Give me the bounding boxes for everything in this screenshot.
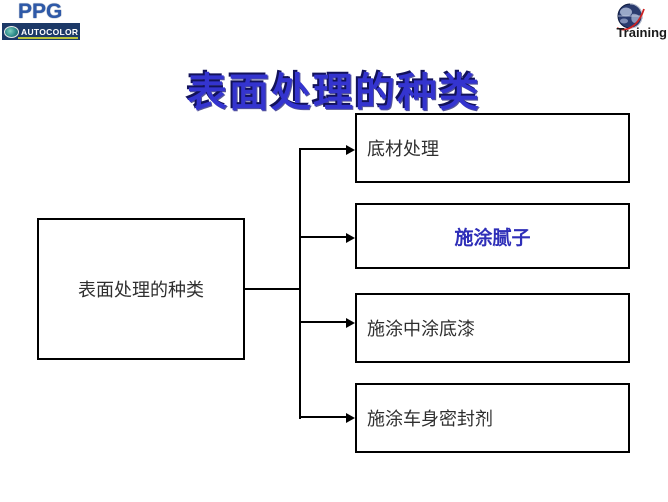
flowchart-box-apply-body-sealant: 施涂车身密封剂 — [355, 383, 630, 453]
flowchart-box-label: 施涂车身密封剂 — [367, 409, 493, 429]
arrowhead-icon — [346, 233, 355, 243]
autocolor-label: AUTOCOLOR — [21, 26, 79, 37]
ppg-autocolor-logo: PPG AUTOCOLOR — [2, 1, 82, 40]
flowchart-box-substrate-treatment: 底材处理 — [355, 113, 630, 183]
training-logo: Training — [604, 1, 668, 43]
connector-branch-1 — [300, 148, 348, 150]
flowchart-box-label: 底材处理 — [367, 139, 439, 159]
flowchart-box-label: 施涂腻子 — [454, 227, 531, 249]
page-title: 表面处理的种类 — [187, 70, 481, 115]
arrowhead-icon — [346, 318, 355, 328]
autocolor-underline — [18, 37, 78, 39]
flowchart-box-label: 施涂中涂底漆 — [367, 319, 475, 339]
connector-branch-2 — [300, 236, 348, 238]
arrowhead-icon — [346, 145, 355, 155]
connector-branch-3 — [300, 321, 348, 323]
flowchart-box-apply-putty: 施涂腻子 — [355, 203, 630, 269]
connector-root-stub — [245, 288, 300, 290]
training-label: Training — [616, 25, 667, 40]
connector-branch-4 — [300, 416, 348, 418]
globe-icon — [615, 2, 647, 39]
autocolor-oval-badge-icon — [4, 25, 19, 38]
ppg-wordmark: PPG — [18, 0, 63, 23]
flowchart-box-apply-primer-surfacer: 施涂中涂底漆 — [355, 293, 630, 363]
training-swoosh-icon — [616, 8, 645, 31]
autocolor-bar: AUTOCOLOR — [2, 23, 80, 40]
connector-trunk — [299, 148, 301, 419]
flowchart-root-box: 表面处理的种类 — [37, 218, 245, 360]
flowchart-root-label: 表面处理的种类 — [78, 280, 204, 300]
arrowhead-icon — [346, 413, 355, 423]
